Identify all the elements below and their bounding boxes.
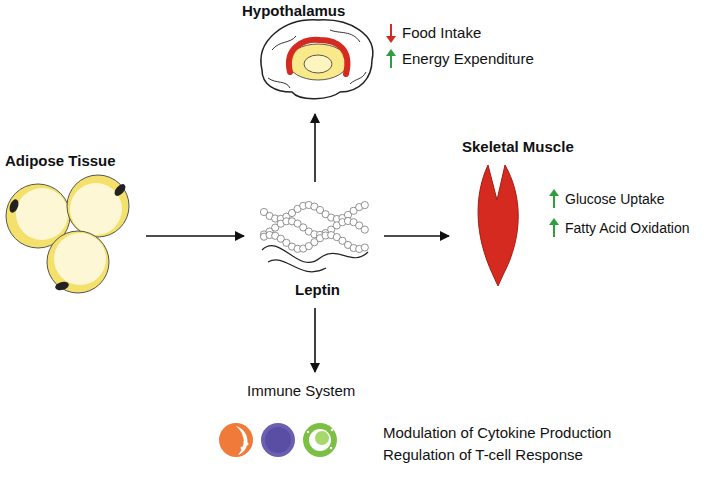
adipose-node: Adipose Tissue — [0, 150, 140, 295]
node-label: Leptin — [295, 281, 340, 299]
protein-bead — [361, 244, 368, 251]
brain — [261, 20, 373, 99]
immune-node: Immune SystemModulation of Cytokine Prod… — [225, 378, 705, 472]
node-label: Skeletal Muscle — [462, 138, 574, 156]
effect-text: Food Intake — [402, 24, 481, 42]
effect-arrows — [386, 24, 559, 237]
protein-bead — [361, 202, 368, 209]
adipocytes — [6, 175, 129, 293]
effect-text: Glucose Uptake — [565, 190, 665, 208]
arrow-connector — [314, 308, 316, 372]
effect-text: Regulation of T-cell Response — [383, 446, 583, 464]
node-label: Hypothalamus — [242, 2, 345, 20]
leptin-node: Leptin — [250, 188, 378, 302]
node-label: Adipose Tissue — [5, 152, 116, 170]
hypothalamus-node: HypothalamusFood IntakeEnergy Expenditur… — [235, 0, 545, 108]
effect-text: Modulation of Cytokine Production — [383, 424, 611, 442]
immune-cells — [219, 423, 337, 457]
muscle — [478, 165, 518, 286]
node-label: Immune System — [247, 382, 355, 400]
arrow-connector — [384, 235, 449, 237]
effect-text: Fatty Acid Oxidation — [565, 219, 690, 237]
protein-bead — [361, 226, 368, 233]
arrow-connector — [314, 114, 316, 182]
arrow-connector — [146, 235, 244, 237]
muscle-node: Skeletal MuscleGlucose UptakeFatty Acid … — [455, 135, 708, 282]
effect-text: Energy Expenditure — [402, 50, 534, 68]
leptin-protein — [260, 201, 368, 271]
